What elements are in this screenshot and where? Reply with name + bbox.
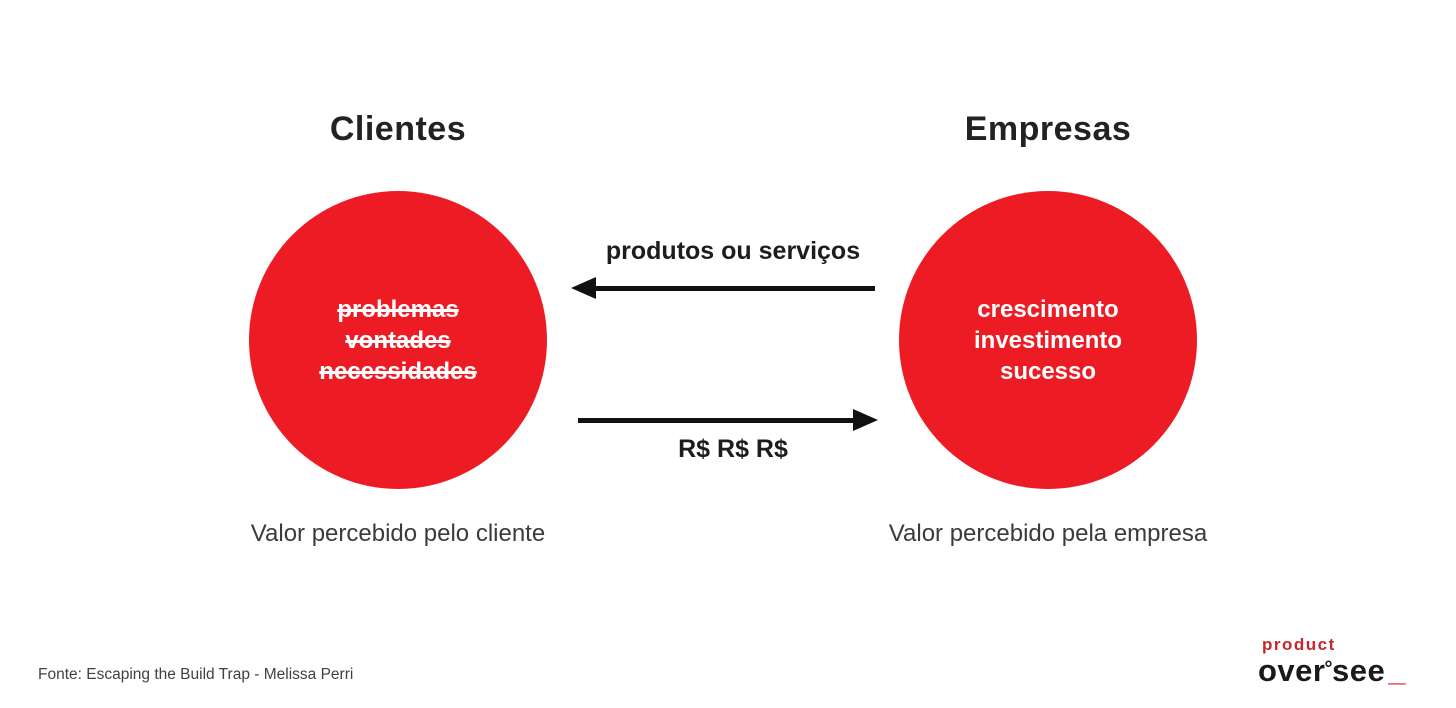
companies-circle-item: sucesso — [999, 357, 1097, 385]
companies-heading: Empresas — [964, 110, 1132, 148]
logo-product-word: product — [1262, 635, 1336, 654]
right-arrow-icon — [853, 409, 878, 431]
clients-heading: Clientes — [329, 110, 467, 148]
companies-circle-item: crescimento — [977, 295, 1119, 323]
left-arrow-icon — [571, 277, 596, 299]
money-label: R$ R$ R$ — [678, 435, 788, 463]
companies-circle-item: investimento — [973, 326, 1123, 354]
clients-circle-item: necessidades — [319, 357, 477, 385]
clients-circle-item: problemas — [337, 295, 459, 323]
logo-word-pre: over — [1258, 653, 1326, 688]
companies-circle: crescimento investimento sucesso — [899, 191, 1197, 489]
products-services-label: produtos ou serviços — [605, 237, 861, 265]
logo-underscore: _ — [1388, 653, 1406, 688]
right-arrow-shaft — [578, 418, 856, 423]
clients-circle: problemas vontades necessidades — [249, 191, 547, 489]
product-oversee-logo: product over°see_ — [1258, 636, 1438, 686]
logo-ring-icon: ° — [1324, 658, 1333, 680]
logo-oversee-word: over°see_ — [1258, 655, 1438, 686]
left-arrow-shaft — [590, 286, 875, 291]
clients-circle-item: vontades — [345, 326, 451, 354]
logo-word-post: see — [1331, 653, 1386, 688]
source-note: Fonte: Escaping the Build Trap - Melissa… — [38, 666, 354, 683]
company-value-caption: Valor percebido pela empresa — [888, 520, 1208, 547]
client-value-caption: Valor percebido pelo cliente — [250, 520, 546, 547]
